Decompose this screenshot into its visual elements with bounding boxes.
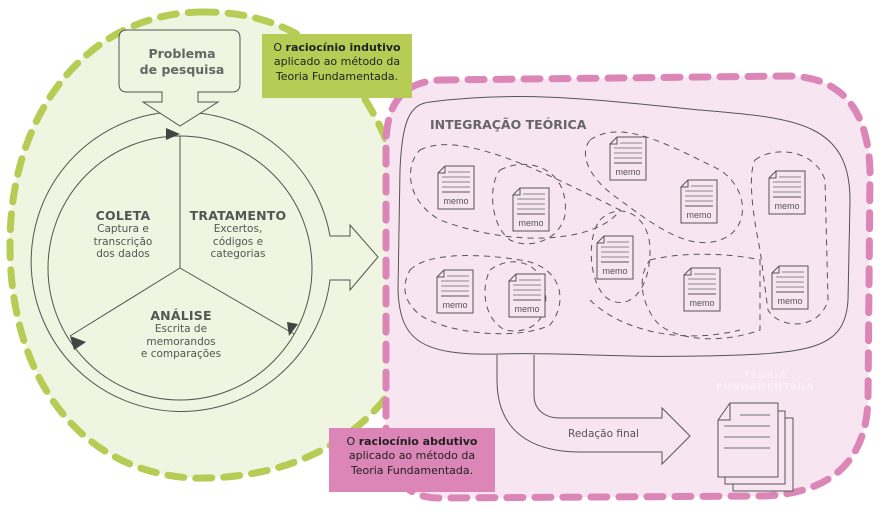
memo-label: memo <box>686 210 712 220</box>
grounded-theory-label: TEORIA FUNDAMENTADA <box>705 370 825 393</box>
stage-desc-line: dos dados <box>96 248 150 261</box>
inductive-bold: raciocínio indutivo <box>285 41 401 54</box>
cluster-loop <box>641 253 761 340</box>
cluster-loop <box>409 144 621 239</box>
memo-document-icon <box>609 136 647 181</box>
cluster-loop <box>589 299 741 337</box>
memo-label: memo <box>514 304 540 314</box>
inductive-callout: O raciocínio indutivo aplicado ao método… <box>262 34 412 98</box>
memo-document-icon <box>596 235 634 280</box>
document-stack-icon <box>717 402 794 492</box>
cluster-loop <box>585 131 743 244</box>
integration-region <box>397 96 851 357</box>
stage-desc-line: códigos e <box>212 235 264 248</box>
cluster-loop <box>404 255 561 335</box>
abductive-bold: raciocínio abdutivo <box>358 435 478 448</box>
memo-document-icon <box>508 273 546 318</box>
stage-title: TRATAMENTO <box>189 208 287 223</box>
memo-clusters <box>404 131 829 340</box>
memo-label: memo <box>777 296 803 306</box>
memo-label: memo <box>615 167 641 177</box>
outer-ring <box>30 112 379 412</box>
memo-label: memo <box>774 201 800 211</box>
abductive-line-3: Teoria Fundamentada. <box>350 463 474 477</box>
memo-document-icon <box>437 165 475 210</box>
memo-document-icon <box>683 267 721 312</box>
stage-desc-line: e comparações <box>140 348 222 361</box>
memo-document-icon <box>436 269 474 314</box>
stage-desc-line: categorias <box>210 248 266 261</box>
final-writing-arrow <box>496 355 691 466</box>
cluster-loop <box>484 261 547 332</box>
cluster-loop <box>750 151 829 325</box>
memo-document-icon <box>680 179 718 224</box>
cycle-arrowhead-left <box>70 336 86 350</box>
problem-line-1: Problema <box>148 46 216 61</box>
stage-desc-line: Escrita de <box>154 323 208 335</box>
memo-document-icon <box>512 187 550 232</box>
stage-desc-line: transcrição <box>93 235 153 248</box>
abductive-region <box>382 72 874 502</box>
stage-analise: ANÁLISE Escrita de memorandos e comparaç… <box>126 308 236 361</box>
memo-icons <box>436 136 809 318</box>
memo-label: memo <box>442 300 468 310</box>
stage-coleta: COLETA Captura e transcrição dos dados <box>80 208 166 261</box>
memo-document-icon <box>771 265 809 310</box>
abductive-callout: O raciocínio abdutivo aplicado ao método… <box>329 428 495 492</box>
grounded-theory-line-2: FUNDAMENTADA <box>716 381 814 393</box>
memo-document-icon <box>768 170 806 215</box>
memo-label: memo <box>443 196 469 206</box>
stage-title: COLETA <box>95 208 151 223</box>
stage-desc-line: Excertos, <box>213 223 263 235</box>
cluster-loop <box>492 163 566 245</box>
stage-tratamento: TRATAMENTO Excertos, códigos e categoria… <box>188 208 288 261</box>
memo-label: memo <box>602 266 628 276</box>
divider-right <box>179 267 295 335</box>
problem-box: Problema de pesquisa <box>118 46 246 79</box>
problem-line-2: de pesquisa <box>139 62 225 78</box>
cycle-arrowhead-top <box>166 128 180 140</box>
research-cycle <box>30 112 379 412</box>
abductive-prefix: O <box>346 435 359 448</box>
grounded-theory-line-1: TEORIA <box>743 370 787 381</box>
cluster-loop <box>590 210 651 303</box>
memo-label: memo <box>518 218 544 228</box>
problem-box-shape <box>118 29 241 127</box>
inductive-line-2: aplicado ao método da <box>273 55 401 69</box>
divider-left <box>69 267 181 337</box>
stage-desc-line: memorandos <box>146 335 216 348</box>
inductive-line-3: Teoria Fundamentada. <box>275 69 399 83</box>
inductive-prefix: O <box>273 41 286 54</box>
stage-title: ANÁLISE <box>150 308 212 323</box>
stage-desc-line: Captura e <box>97 223 149 235</box>
abductive-line-2: aplicado ao método da <box>348 449 476 463</box>
final-writing-label: Redação final <box>568 428 639 440</box>
integration-title: INTEGRAÇÃO TEÓRICA <box>430 117 587 132</box>
memo-label: memo <box>689 298 715 308</box>
cycle-arrowhead-right <box>287 322 298 336</box>
